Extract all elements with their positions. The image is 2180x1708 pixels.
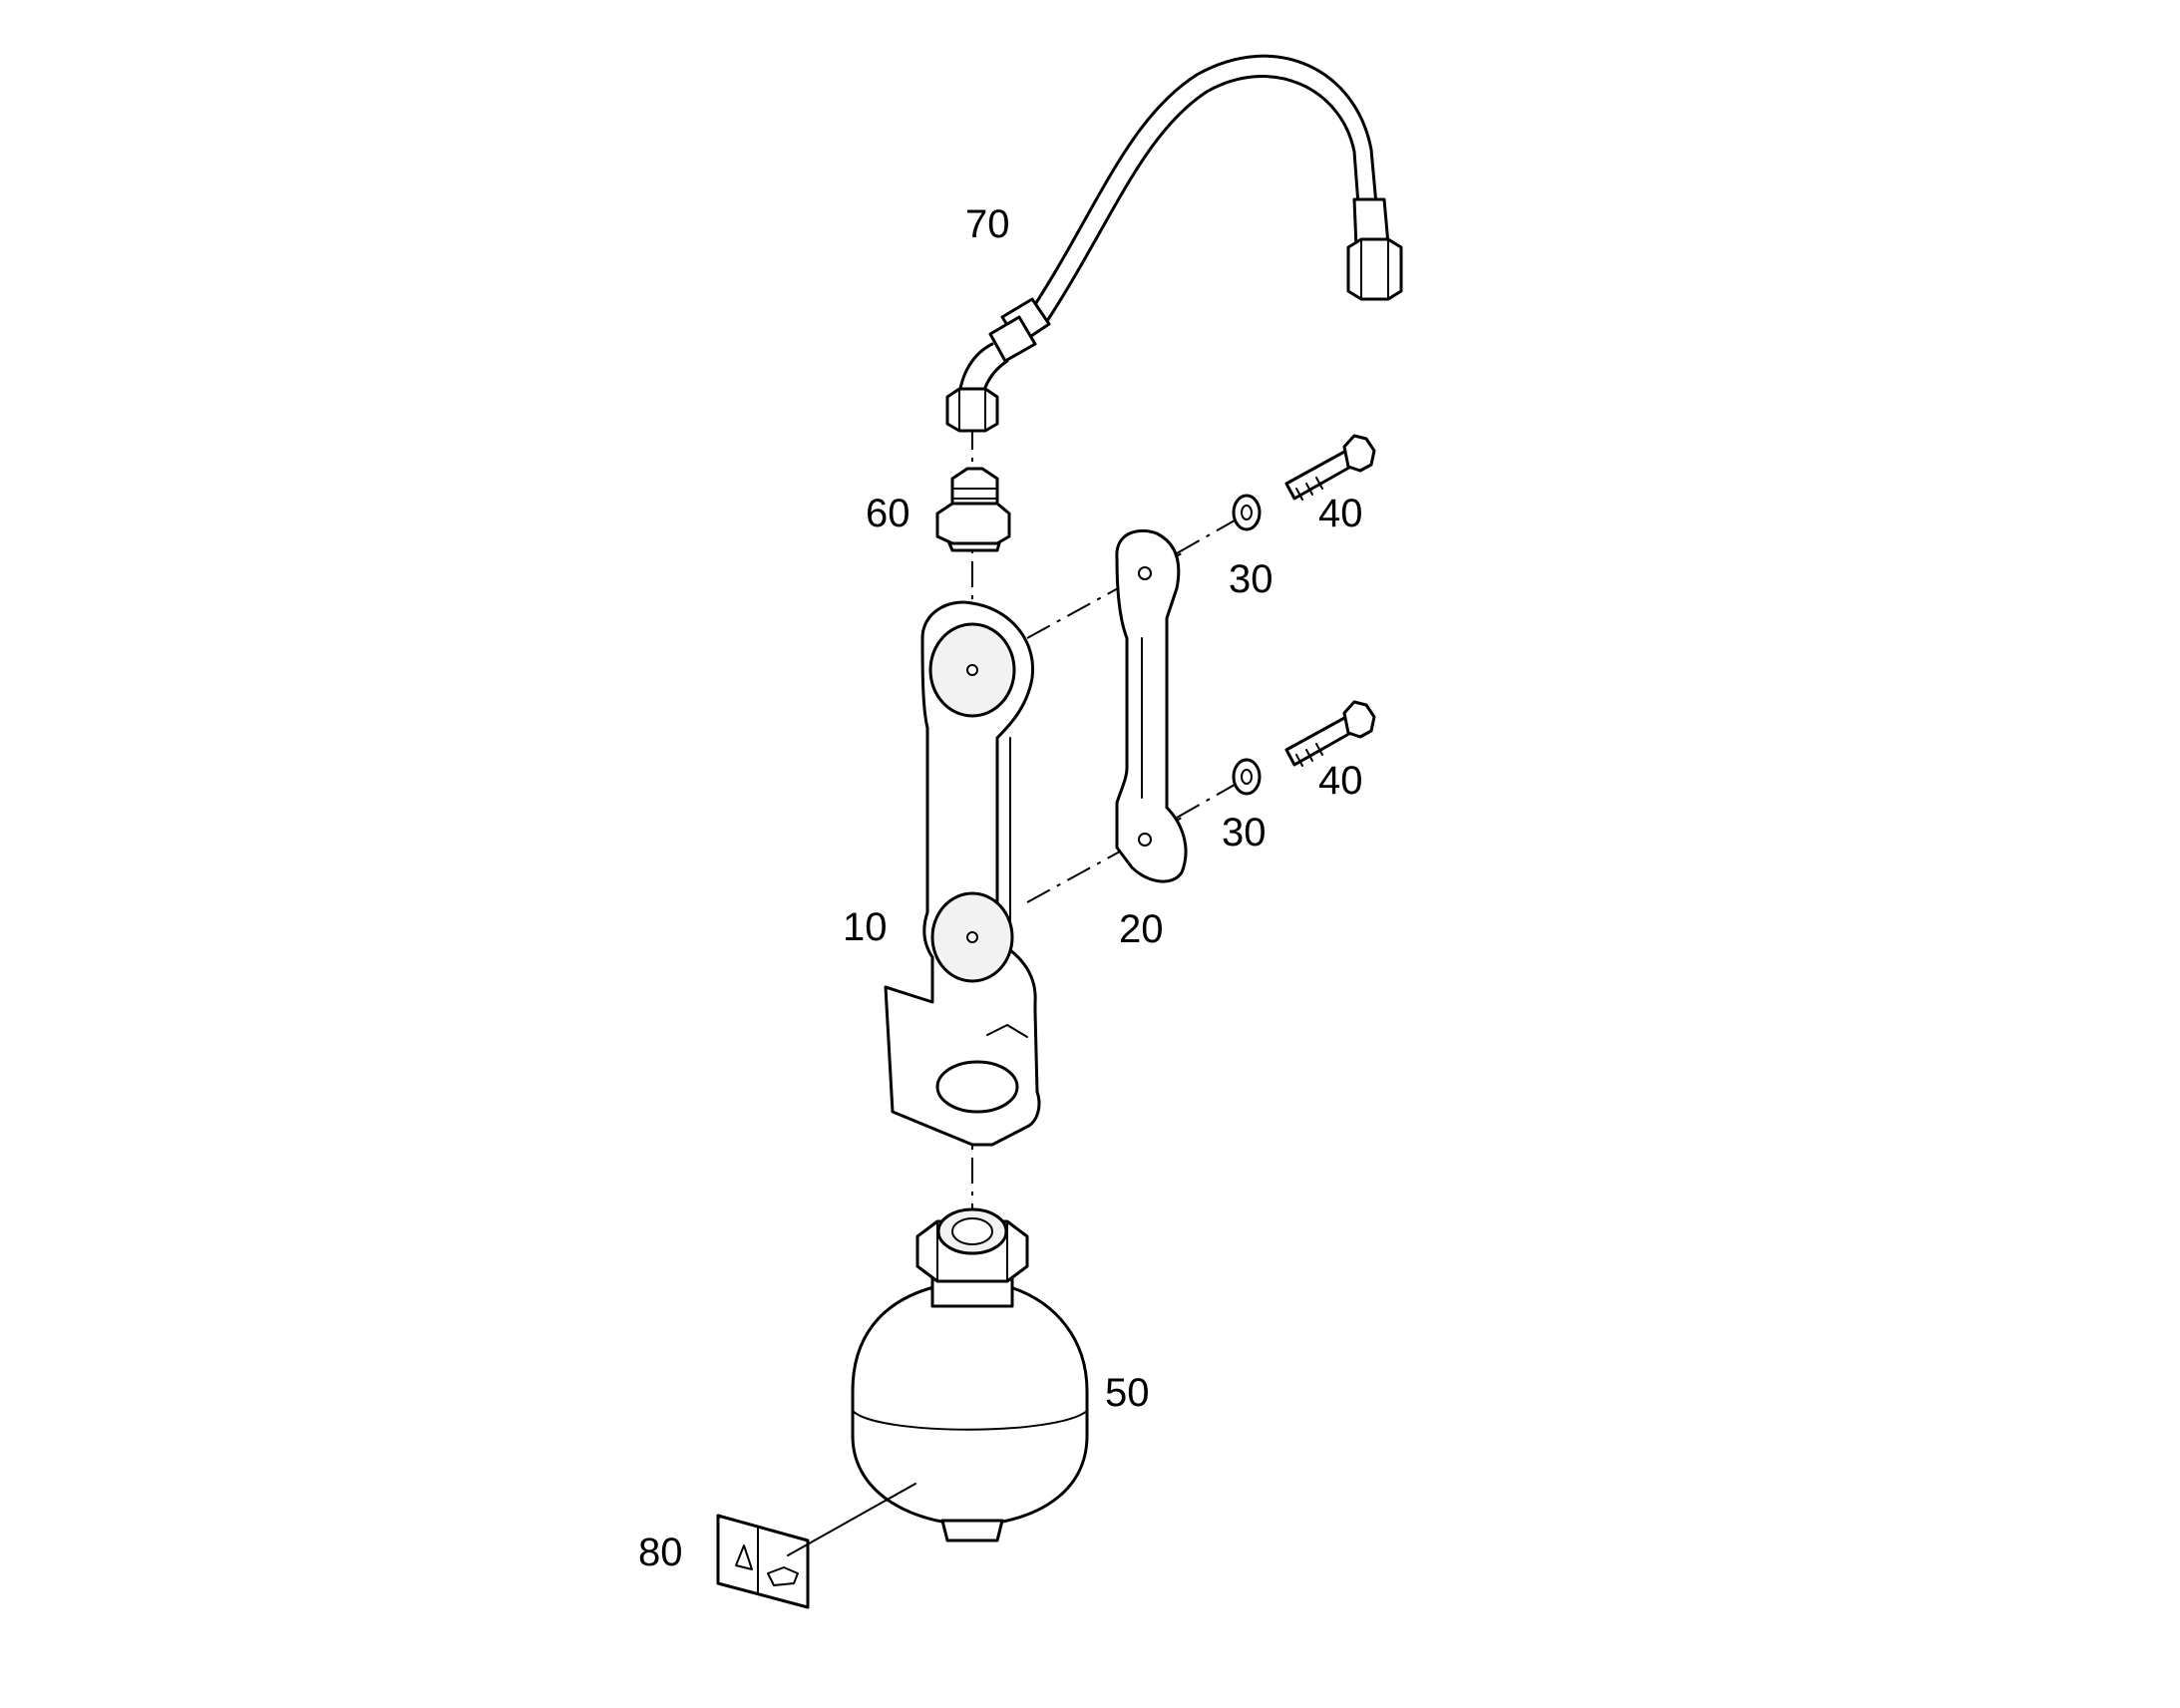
bracket-part-10[interactable]: [884, 600, 1041, 1147]
callout-40-lower: 40: [1318, 759, 1363, 803]
backing-plate-part-20[interactable]: [1115, 528, 1188, 883]
callout-60: 60: [866, 492, 910, 535]
warning-triangle-icon: [735, 1544, 753, 1570]
callout-10: 10: [843, 905, 888, 949]
bolt-part-40-lower[interactable]: [1284, 700, 1376, 767]
hand-icon: [767, 1566, 799, 1586]
callout-50: 50: [1105, 1371, 1150, 1415]
callout-30-lower: 30: [1222, 811, 1267, 854]
bolt-part-40-upper[interactable]: [1284, 434, 1376, 501]
hose-part-70[interactable]: [945, 54, 1403, 433]
leader-line-80: [787, 1483, 916, 1556]
upper-bolt-axis-line: [1176, 515, 1243, 554]
callout-80: 80: [638, 1531, 683, 1574]
callout-30-upper: 30: [1229, 557, 1273, 601]
callout-40-upper: 40: [1318, 492, 1363, 535]
warning-label-part-80[interactable]: [716, 1514, 810, 1609]
washer-part-30-upper[interactable]: [1232, 494, 1262, 531]
callout-70: 70: [965, 202, 1010, 246]
accumulator-part-50[interactable]: [851, 1207, 1089, 1542]
washer-part-30-lower[interactable]: [1232, 758, 1262, 796]
adapter-fitting-part-60[interactable]: [935, 467, 1011, 552]
callout-20: 20: [1119, 907, 1164, 951]
lower-bolt-axis-line: [1176, 780, 1243, 819]
callout-labels: 70 60 40 30 40 30 10 20 50 80: [638, 202, 1363, 1574]
